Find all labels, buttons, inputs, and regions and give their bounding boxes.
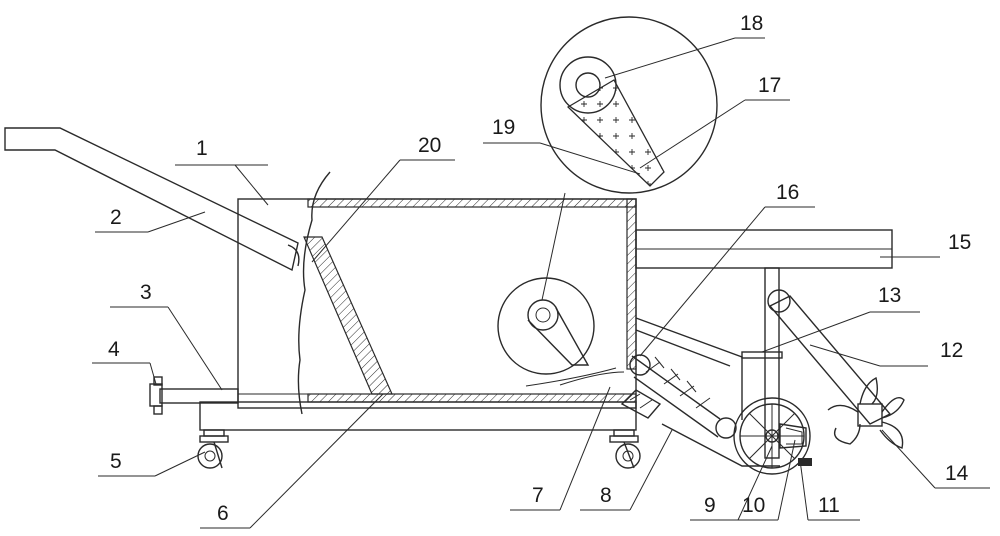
inner-roller — [497, 277, 625, 387]
label-10: 10 — [742, 494, 765, 517]
label-5: 5 — [110, 450, 122, 473]
support-post — [741, 267, 783, 459]
leader-lines — [92, 37, 990, 529]
base-frame — [199, 401, 637, 431]
caster-wheel-right — [609, 429, 641, 469]
upper-rail — [635, 229, 893, 269]
label-13: 13 — [878, 284, 901, 307]
main-body — [237, 171, 637, 415]
linkage-frame — [635, 317, 780, 467]
label-12: 12 — [940, 339, 963, 362]
label-16: 16 — [776, 181, 799, 204]
label-2: 2 — [110, 206, 122, 229]
cutter-arm — [767, 289, 892, 425]
label-4: 4 — [108, 338, 120, 361]
detail-leader — [541, 192, 566, 301]
conveyor — [620, 354, 737, 439]
handle — [4, 127, 300, 272]
outlet-pipe — [159, 388, 239, 404]
label-6: 6 — [217, 502, 229, 525]
label-11: 11 — [818, 494, 840, 517]
label-19: 19 — [492, 116, 515, 139]
inner-ramp — [303, 236, 393, 395]
label-7: 7 — [532, 484, 544, 507]
caster-wheel-left — [197, 429, 229, 469]
label-8: 8 — [600, 484, 612, 507]
rotary-blade — [827, 376, 905, 449]
label-18: 18 — [740, 12, 763, 35]
label-9: 9 — [704, 494, 716, 517]
detail-view — [540, 16, 718, 194]
label-3: 3 — [140, 281, 152, 304]
label-17: 17 — [758, 74, 781, 97]
label-20: 20 — [418, 134, 441, 157]
label-15: 15 — [948, 231, 971, 254]
label-1: 1 — [196, 137, 208, 160]
label-14: 14 — [945, 462, 969, 485]
